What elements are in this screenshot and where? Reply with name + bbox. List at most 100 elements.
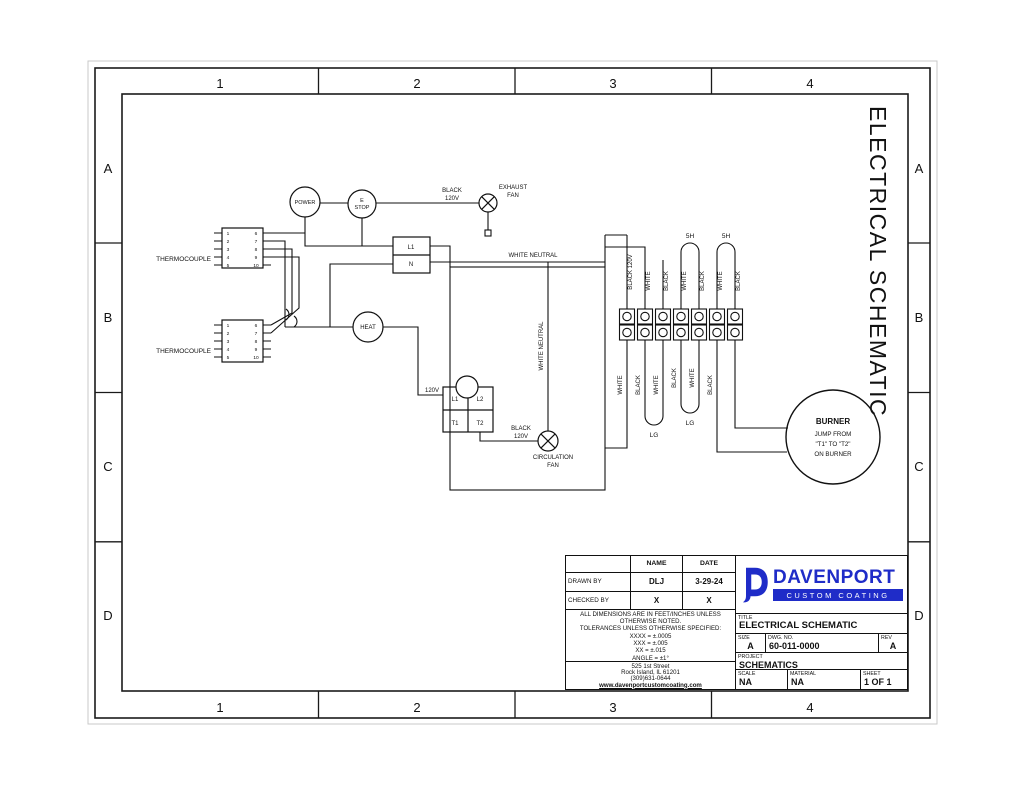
- project-cell: PROJECT SCHEMATICS: [736, 653, 907, 670]
- heater-jumper-loops: [680, 242, 736, 309]
- wire-label-bottom: BLACK: [708, 375, 714, 395]
- size-cell: SIZE A: [736, 634, 766, 652]
- drawing-title: ELECTRICAL SCHEMATIC: [739, 620, 858, 631]
- material-value: NA: [791, 677, 804, 687]
- feed-wire-label: 120V: [445, 196, 459, 202]
- zone-col-top: 4: [806, 76, 813, 91]
- wire-label-top: BLACK: [664, 271, 670, 291]
- zone-ticks: [95, 68, 930, 718]
- tolerance-line: XXX = ±.005: [633, 640, 668, 647]
- size-value: A: [747, 641, 754, 651]
- drawing-title-cell: TITLE ELECTRICAL SCHEMATIC: [736, 614, 907, 634]
- svg-text:9: 9: [255, 255, 258, 261]
- sheet-frame: [87, 60, 938, 725]
- svg-text:8: 8: [255, 339, 258, 345]
- svg-text:5: 5: [227, 355, 230, 361]
- date-header: DATE: [682, 556, 735, 572]
- contactor-l1-label: L1: [452, 397, 459, 403]
- svg-text:5: 5: [227, 263, 230, 269]
- exhaust-fan-label: FAN: [507, 193, 519, 199]
- thermocouple-pin-numbers: 12 34 5 67 89 10 12 34 5 67 89 10: [227, 231, 259, 361]
- terminal-strip: [618, 308, 744, 341]
- contactor-l2-label: L2: [477, 397, 484, 403]
- material-label: MATERIAL: [790, 671, 817, 677]
- zone-row-right: C: [914, 459, 923, 474]
- svg-text:3: 3: [227, 339, 230, 345]
- white-neutral-vertical-label: WHITE NEUTRAL: [539, 321, 545, 371]
- wire-label-bottom: BLACK: [636, 375, 642, 395]
- tolerance-notes: ALL DIMENSIONS ARE IN FEET/INCHES UNLESS…: [566, 610, 735, 662]
- tolerance-line: ANGLE = ±1°: [632, 654, 669, 662]
- blank-cell: [566, 556, 630, 572]
- sheet-value: 1 OF 1: [864, 677, 892, 687]
- svg-text:2: 2: [227, 239, 230, 245]
- wire-label-bottom: WHITE: [654, 375, 660, 394]
- svg-text:6: 6: [255, 323, 258, 329]
- svg-text:1: 1: [227, 231, 230, 237]
- relay-block: [392, 236, 431, 274]
- tolerance-line: TOLERANCES UNLESS OTHERWISE SPECIFIED:: [579, 625, 722, 633]
- lg-label: LG: [686, 420, 695, 427]
- wire-label-top: WHITE: [646, 271, 652, 290]
- zone-col-top: 3: [609, 76, 616, 91]
- relay-l1-label: L1: [408, 245, 415, 251]
- address-line: Rock Island, IL 61201: [621, 669, 680, 677]
- circulation-fan-symbol: [537, 430, 559, 452]
- title-block: NAME DATE DRAWN BY DLJ 3-29-24 CHECKED B…: [565, 555, 908, 690]
- thermocouple-label-2: THERMOCOUPLE: [156, 348, 212, 355]
- svg-text:6: 6: [255, 231, 258, 237]
- rev-label: REV: [881, 635, 892, 641]
- thermocouple-label-1: THERMOCOUPLE: [156, 256, 212, 263]
- wire-crossovers: [285, 308, 298, 328]
- sheet-cell: SHEET 1 OF 1: [861, 670, 907, 689]
- checked-by-row: CHECKED BY X X: [566, 591, 735, 610]
- exhaust-fan-symbol: [478, 193, 498, 213]
- company-logo: DAVENPORT CUSTOM COATING: [736, 556, 907, 614]
- lg-jumper-loops: [644, 340, 700, 426]
- circulation-fan-label: FAN: [547, 463, 559, 469]
- svg-text:1: 1: [227, 323, 230, 329]
- wire-label-top: WHITE: [718, 271, 724, 290]
- burner-note: JUMP FROM: [815, 431, 852, 438]
- wire-label-bottom: BLACK: [672, 368, 678, 388]
- contactor-t2-label: T2: [476, 421, 484, 427]
- thermocouple-module-1: [221, 227, 264, 269]
- panel-enclosure: [449, 266, 606, 491]
- exhaust-fan-label: EXHAUST: [499, 185, 528, 191]
- heater-5h-label: 5H: [686, 233, 695, 240]
- scale-label: SCALE: [738, 671, 756, 677]
- dwg-number-cell: DWG. NO. 60-011-0000: [766, 634, 879, 652]
- dwg-label: DWG. NO.: [768, 635, 794, 641]
- thermocouple-pin-stubs: [214, 232, 271, 358]
- dwg-number: 60-011-0000: [769, 641, 820, 651]
- checked-by-label: CHECKED BY: [568, 596, 609, 604]
- zone-labels: 1 2 3 4 1 2 3 4 A B C D A B C D: [103, 76, 923, 715]
- heater-5h-label: 5H: [722, 233, 731, 240]
- svg-text:8: 8: [255, 247, 258, 253]
- brand-text: DAVENPORT CUSTOM COATING: [770, 568, 903, 601]
- tolerance-line: XX = ±.015: [635, 647, 666, 655]
- project-label: PROJECT: [738, 654, 763, 660]
- zone-col-bottom: 3: [609, 700, 616, 715]
- contactor-voltage-label: 120V: [425, 388, 439, 394]
- burner-note: ON BURNER: [814, 451, 852, 458]
- size-label: SIZE: [738, 635, 750, 641]
- drawn-by-name: DLJ: [630, 572, 682, 591]
- svg-text:4: 4: [227, 255, 230, 261]
- project-value: SCHEMATICS: [739, 660, 798, 670]
- drawn-by-row: DRAWN BY DLJ 3-29-24: [566, 572, 735, 592]
- zone-col-bottom: 4: [806, 700, 813, 715]
- davenport-logo-icon: [743, 567, 768, 602]
- circ-wire-label: 120V: [514, 434, 528, 440]
- drawn-by-date: 3-29-24: [682, 572, 735, 591]
- wire-label-top: BLACK 120V: [628, 254, 634, 289]
- burner-label: BURNER: [816, 417, 850, 426]
- heat-indicator: [352, 311, 384, 343]
- title-block-right: DAVENPORT CUSTOM COATING TITLE ELECTRICA…: [736, 556, 907, 689]
- wire-label-bottom: WHITE: [618, 375, 624, 394]
- tolerance-line: ALL DIMENSIONS ARE IN FEET/INCHES UNLESS: [580, 610, 721, 618]
- title-label: TITLE: [738, 615, 753, 621]
- zone-row-right: D: [914, 608, 923, 623]
- zone-row-left: B: [104, 310, 113, 325]
